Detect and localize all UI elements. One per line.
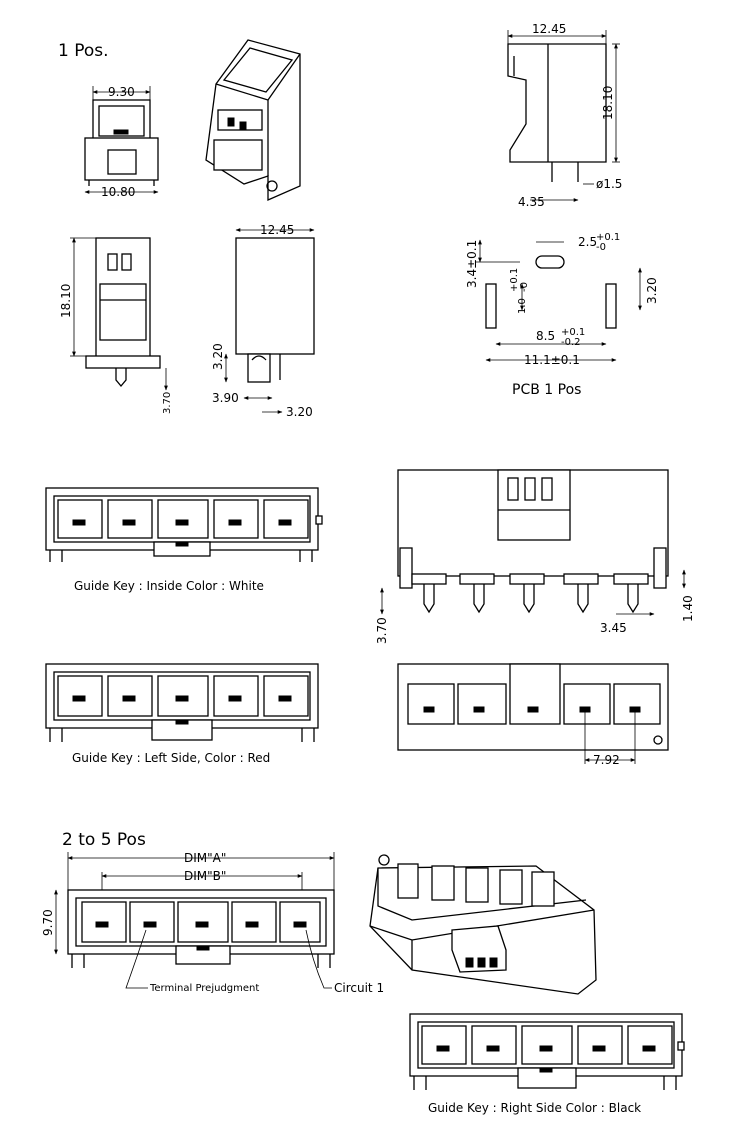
dim-10-80: 10.80 <box>101 185 135 199</box>
five-pos-red-view: Guide Key : Left Side, Color : Red <box>45 663 319 765</box>
five-pos-top-view: 7.92 <box>397 663 669 767</box>
five-pos-white-view: Guide Key : Inside Color : White <box>45 487 323 593</box>
one-pos-top-view: 9.30 10.80 <box>84 85 159 199</box>
one-pos-iso-view <box>205 39 301 201</box>
caption-red: Guide Key : Left Side, Color : Red <box>72 751 270 765</box>
dim-pcb-8-5: 8.5 <box>536 329 555 343</box>
dim-b: DIM"B" <box>184 869 226 883</box>
dim-pcb-3-4: 3.4±0.1 <box>465 240 479 288</box>
dim-m-3-45: 3.45 <box>600 621 627 635</box>
dim-pcb-2-5-tol-up: +0.1 <box>596 232 620 243</box>
dim-sv-3-20b: 3.20 <box>286 405 313 419</box>
dim-pcb-1-0-tol-up: +0.1 <box>509 268 520 292</box>
dim-pcb-8-5-tol-dn: -0.2 <box>561 337 581 348</box>
five-pos-iso-view <box>369 854 597 995</box>
two-to-five-top-view: DIM"A" DIM"B" 9.70 Terminal Prejudgment … <box>41 851 384 995</box>
dim-front-18-10: 18.10 <box>59 284 73 318</box>
dim-sv-12-45: 12.45 <box>260 223 294 237</box>
dim-pcb-3-20: 3.20 <box>645 277 659 304</box>
one-pos-side-view: 12.45 18.10 ø1.5 4.35 <box>507 22 622 209</box>
dim-pcb-2-5-tol-dn: -0 <box>596 242 606 253</box>
five-pos-black-view: Guide Key : Right Side Color : Black <box>409 1013 685 1115</box>
pcb-caption: PCB 1 Pos <box>512 382 581 398</box>
five-pos-elevation-view: 3.70 3.45 1.40 <box>375 469 695 644</box>
dim-dia-1-5: ø1.5 <box>596 177 622 191</box>
dim-pcb-11-1: 11.1±0.1 <box>524 353 580 367</box>
dim-pcb-1-0: 1.0 <box>517 298 528 314</box>
callout-circuit-1: Circuit 1 <box>334 981 384 995</box>
dim-pcb-2-5: 2.5 <box>578 235 597 249</box>
pcb-1-pos: 2.5 +0.1 -0 3.4±0.1 1.0 +0.1 -0 3.20 8.5… <box>465 232 659 398</box>
heading-1-pos: 1 Pos. <box>58 41 109 61</box>
dim-front-3-70: 3.70 <box>162 392 173 414</box>
caption-white: Guide Key : Inside Color : White <box>74 579 264 593</box>
dim-pitch-7-92: 7.92 <box>593 753 620 767</box>
dim-pcb-8-5-tol-up: +0.1 <box>561 327 585 338</box>
dim-pcb-1-0-tol-dn: -0 <box>519 282 530 292</box>
dim-4-35: 4.35 <box>518 195 545 209</box>
callout-terminal-prejudgment: Terminal Prejudgment <box>149 983 259 994</box>
dim-side-18-10: 18.10 <box>601 86 615 120</box>
dim-sv-3-90: 3.90 <box>212 391 239 405</box>
dim-m-3-70: 3.70 <box>375 617 389 644</box>
caption-black: Guide Key : Right Side Color : Black <box>428 1101 641 1115</box>
dim-a: DIM"A" <box>184 851 226 865</box>
dim-9-30: 9.30 <box>108 85 135 99</box>
dim-sv-3-20: 3.20 <box>211 343 225 370</box>
dim-m-1-40: 1.40 <box>681 595 695 622</box>
heading-2-to-5-pos: 2 to 5 Pos <box>62 830 146 850</box>
dim-9-70: 9.70 <box>41 909 55 936</box>
one-pos-front-view: 18.10 3.70 <box>59 237 173 414</box>
one-pos-side-view-2: 12.45 3.20 3.90 3.20 <box>211 223 315 419</box>
dim-side-12-45: 12.45 <box>532 22 566 36</box>
